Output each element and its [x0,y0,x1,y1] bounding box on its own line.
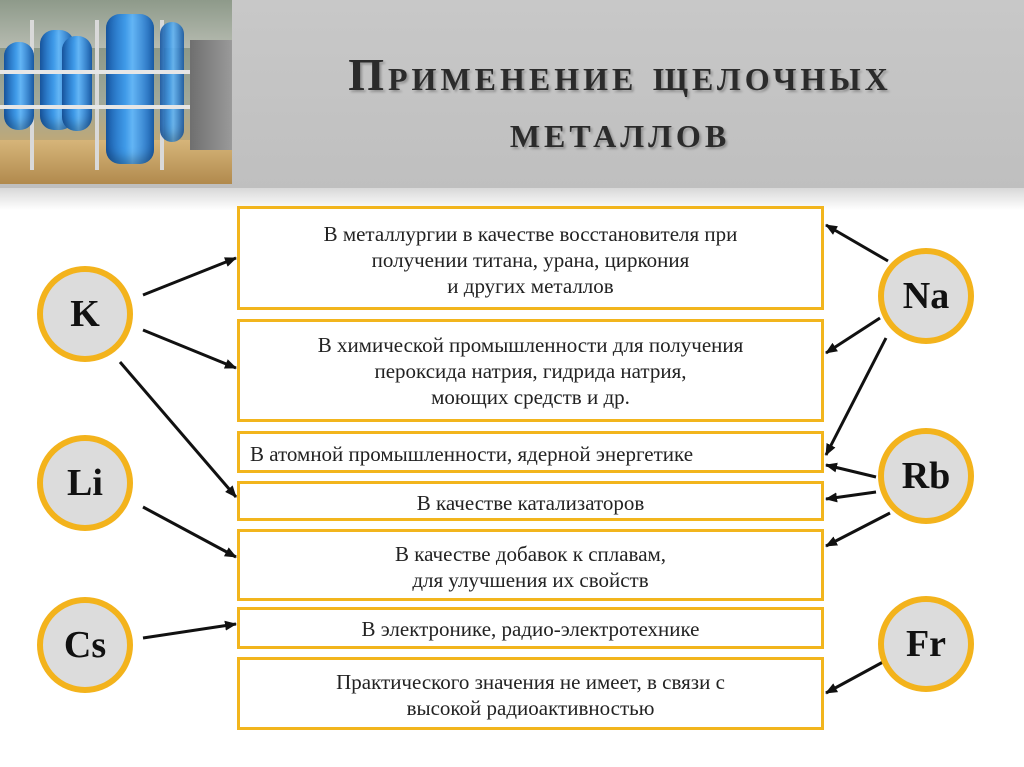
element-rb-symbol: Rb [901,455,951,497]
box-alloys: В качестве добавок к сплавам, для улучше… [237,529,824,601]
element-cs-circle: Cs [37,597,133,693]
element-rb-circle: Rb [878,428,974,524]
arrow-rb-nuclear [825,462,877,479]
arrow-li-alloys [142,505,237,559]
box-no-value: Практического значения не имеет, в связи… [237,657,824,730]
arrow-cs-electronics [142,620,237,640]
box-text-line: В химической промышленности для получени… [317,333,744,357]
arrow-na-metallurgy [825,223,889,263]
box-text-line: получении титана, урана, циркония [371,248,690,272]
element-fr-symbol: Fr [905,623,947,665]
box-text-line: В качестве добавок к сплавам, [394,542,667,566]
box-text-line: В металлургии в качестве восстановителя … [323,222,738,246]
element-li-symbol: Li [67,462,103,504]
box-text-line: и других металлов [447,274,614,298]
arrow-k-metallurgy [142,256,237,297]
element-na-circle: Na [878,248,974,344]
box-nuclear: В атомной промышленности, ядерной энерге… [237,431,824,473]
arrow-rb-alloys [825,511,891,548]
arrow-rb-catalysts [825,490,877,503]
box-text-line: В качестве катализаторов [416,491,645,515]
arrow-na-chemical [825,316,881,355]
element-cs-symbol: Cs [63,624,107,666]
box-catalysts: В качестве катализаторов [237,481,824,521]
box-text-line: Практического значения не имеет, в связи… [336,670,725,694]
box-chemical: В химической промышленности для получени… [237,319,824,422]
box-text-line: пероксида натрия, гидрида натрия, [374,359,687,383]
box-text-line: моющих средств и др. [431,385,630,409]
arrow-k-catalysts [118,361,238,498]
page-title-line-2: металлов [509,106,731,157]
element-k-symbol: K [70,293,100,335]
arrow-na-nuclear [824,337,888,456]
element-fr-circle: Fr [878,596,974,692]
box-metallurgy: В металлургии в качестве восстановителя … [237,206,824,310]
box-text-line: для улучшения их свойств [412,568,649,592]
page-title-line-1: Применение щелочных [348,49,892,100]
element-li-circle: Li [37,435,133,531]
element-k-circle: K [37,266,133,362]
industrial-tanks-photo [0,0,232,184]
box-electronics: В электронике, радио-электротехнике [237,607,824,649]
box-text-line: В электронике, радио-электротехнике [361,617,700,641]
box-text-line: высокой радиоактивностью [406,696,655,720]
arrow-k-chemical [142,328,237,370]
header-shadow [0,188,1024,210]
arrow-fr-no-value [825,660,884,695]
element-na-symbol: Na [902,275,950,317]
box-text-line: В атомной промышленности, ядерной энерге… [250,442,694,466]
